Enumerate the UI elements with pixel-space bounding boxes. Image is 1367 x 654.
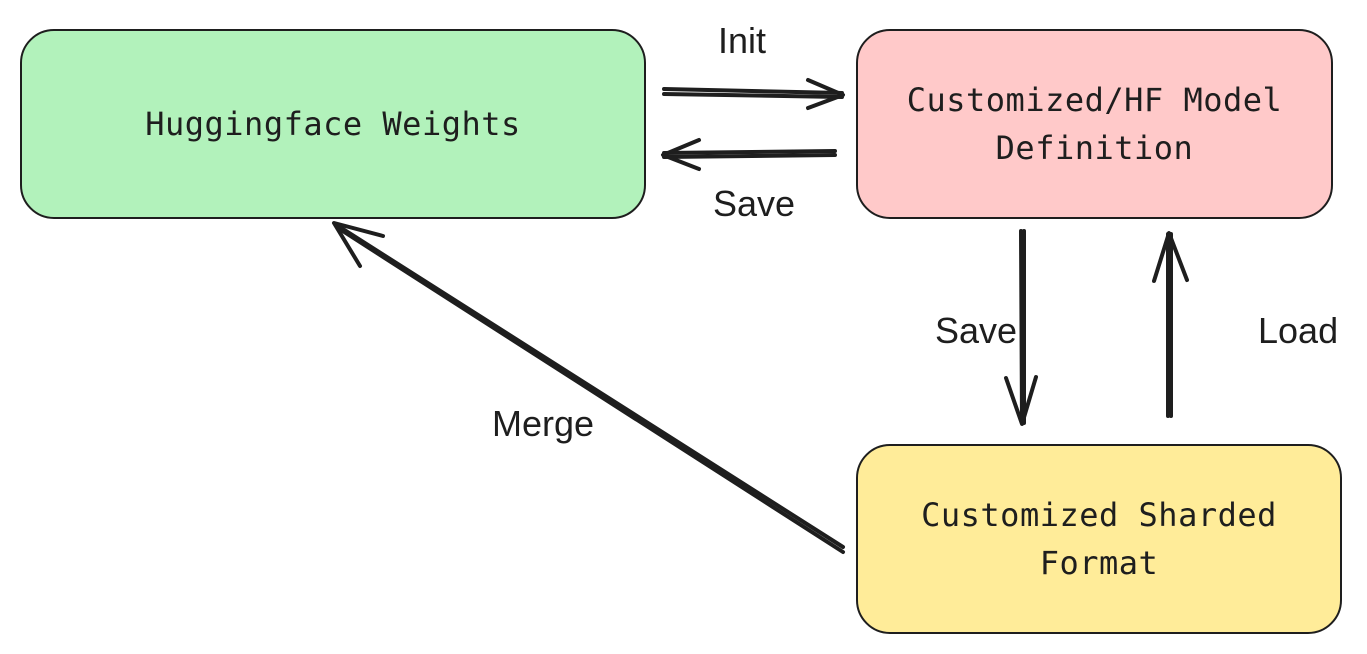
save-to-weights-arrow <box>661 138 837 171</box>
model-definition-label: Customized/HF Model Definition <box>906 81 1283 167</box>
sharded-format-node[interactable]: Customized Sharded Format <box>856 444 1342 634</box>
huggingface-weights-node[interactable]: Huggingface Weights <box>20 29 646 219</box>
load-edge-label: Load <box>1258 310 1339 351</box>
save-to-sharded-edge-label: Save <box>935 310 1018 351</box>
merge-edge-label: Merge <box>492 403 595 444</box>
merge-arrow <box>332 221 845 554</box>
huggingface-weights-label: Huggingface Weights <box>145 105 521 143</box>
save-to-weights-edge-label: Save <box>713 183 796 224</box>
load-arrow <box>1152 231 1189 418</box>
init-arrow <box>662 78 845 110</box>
sharded-format-label: Customized Sharded Format <box>921 496 1277 582</box>
init-edge-label: Init <box>718 20 767 61</box>
model-definition-node[interactable]: Customized/HF Model Definition <box>856 29 1333 219</box>
save-to-sharded-arrow <box>1004 229 1038 426</box>
